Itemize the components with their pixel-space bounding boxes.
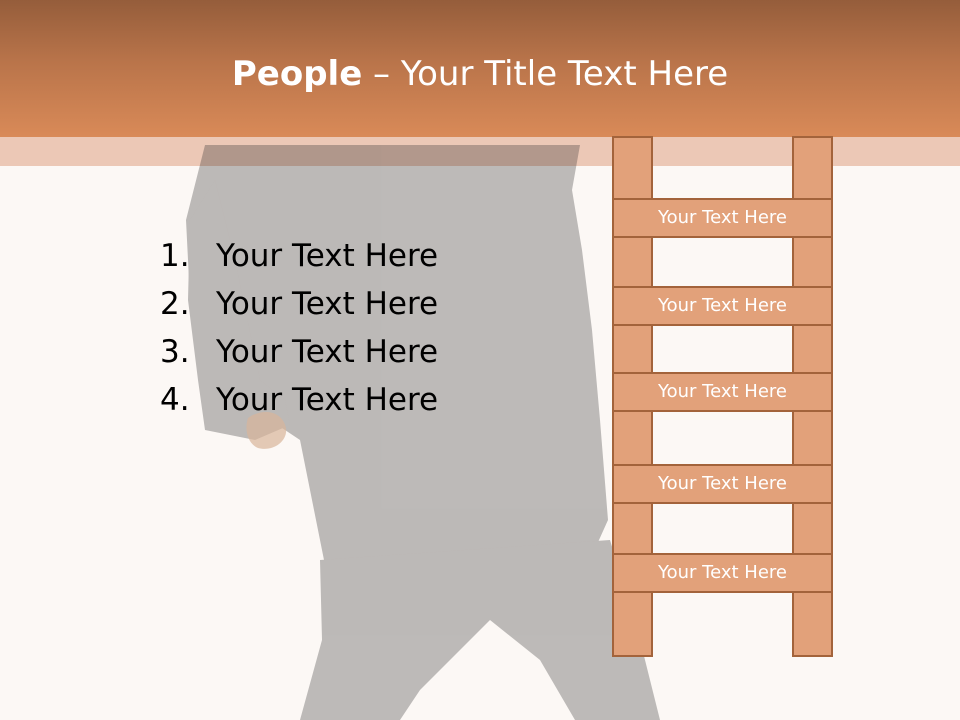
list-item: 3. Your Text Here: [160, 328, 438, 376]
ladder-rung: Your Text Here: [612, 464, 833, 504]
ladder-rung: Your Text Here: [612, 372, 833, 412]
title-bar: [0, 0, 960, 137]
list-item: 4. Your Text Here: [160, 376, 438, 424]
list-item-text: Your Text Here: [216, 334, 439, 370]
ladder-rung: Your Text Here: [612, 286, 833, 326]
list-item-number: 1.: [160, 238, 190, 274]
title-bold: People: [231, 54, 363, 94]
list-item-number: 3.: [160, 334, 190, 370]
list-item-number: 2.: [160, 286, 190, 322]
list-item: 1. Your Text Here: [160, 232, 438, 280]
list-item: 2. Your Text Here: [160, 280, 438, 328]
ladder-rung: Your Text Here: [612, 553, 833, 593]
title-text: – Your Title Text Here: [362, 54, 729, 94]
list-item-text: Your Text Here: [216, 382, 439, 418]
list-item-text: Your Text Here: [216, 238, 439, 274]
numbered-list: 1. Your Text Here 2. Your Text Here 3. Your…: [160, 232, 438, 424]
list-item-text: Your Text Here: [216, 286, 439, 322]
slide-title: People – Your Title Text Here: [0, 52, 960, 96]
list-item-number: 4.: [160, 382, 190, 418]
ladder-rung: Your Text Here: [612, 198, 833, 238]
